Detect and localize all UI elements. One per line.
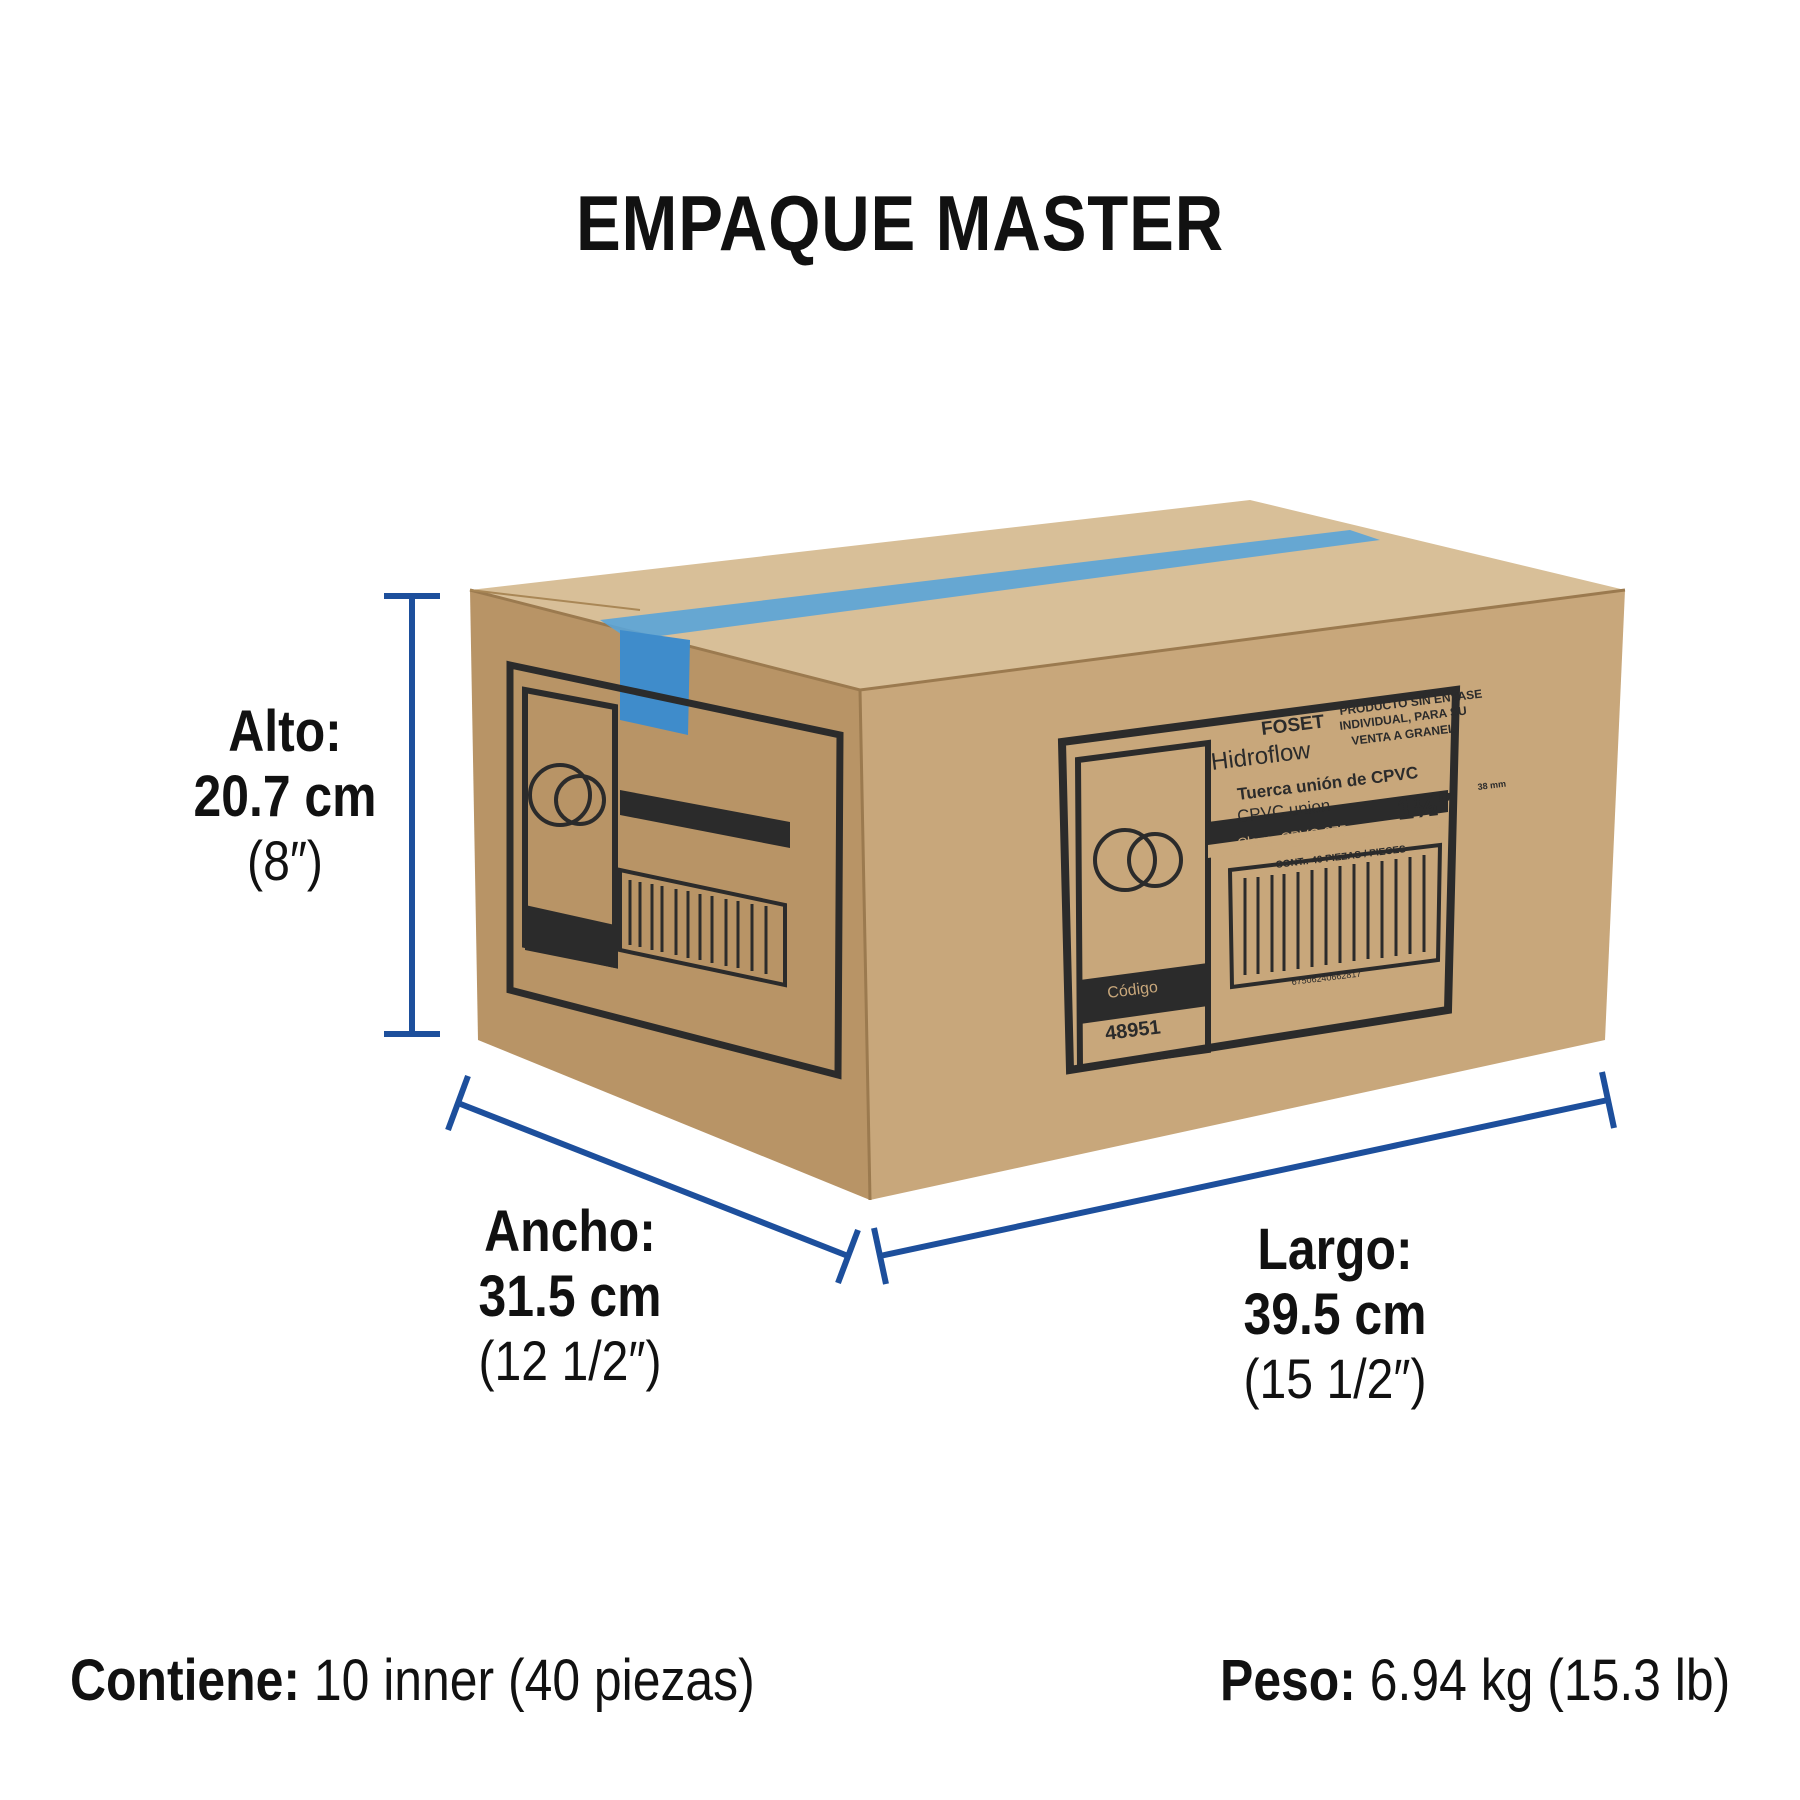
height-dimension: Alto: 20.7 cm (8″) (169, 699, 401, 893)
box-top (470, 500, 1625, 690)
height-dimension-line (384, 593, 440, 1037)
height-inches: (8″) (247, 828, 323, 892)
width-label: Ancho: (484, 1199, 656, 1264)
width-dimension-line (445, 1074, 861, 1285)
contents-value: 10 inner (40 piezas) (313, 1648, 755, 1713)
label-codigo-caption: Código (1106, 979, 1158, 1002)
contents-label: Contiene: (70, 1648, 300, 1713)
page-title: EMPAQUE MASTER (575, 179, 1225, 267)
length-dimension: Largo: 39.5 cm (15 1/2″) (1197, 1217, 1472, 1411)
height-label: Alto: (228, 699, 342, 764)
contents-info: Contiene: 10 inner (40 piezas) (70, 1647, 755, 1714)
length-inches: (15 1/2″) (1243, 1346, 1427, 1410)
label-size-mm: 38 mm (1477, 779, 1507, 792)
front-barcode (1243, 855, 1426, 975)
length-dimension-line (871, 1071, 1617, 1285)
height-value: 20.7 cm (193, 763, 377, 829)
weight-info: Peso: 6.94 kg (15.3 lb) (1220, 1647, 1730, 1714)
length-value: 39.5 cm (1243, 1281, 1427, 1347)
box-front (860, 590, 1625, 1200)
packing-tape (600, 530, 1380, 640)
side-label (506, 660, 844, 1080)
length-label: Largo: (1257, 1217, 1413, 1282)
width-value: 31.5 cm (478, 1263, 662, 1329)
side-barcode (628, 880, 768, 974)
width-inches: (12 1/2″) (478, 1328, 662, 1392)
weight-value: 6.94 kg (15.3 lb) (1369, 1648, 1730, 1713)
label-size: 1½″ (1395, 787, 1455, 827)
box-side (470, 590, 870, 1200)
weight-label: Peso: (1219, 1648, 1356, 1713)
width-dimension: Ancho: 31.5 cm (12 1/2″) (432, 1199, 707, 1393)
